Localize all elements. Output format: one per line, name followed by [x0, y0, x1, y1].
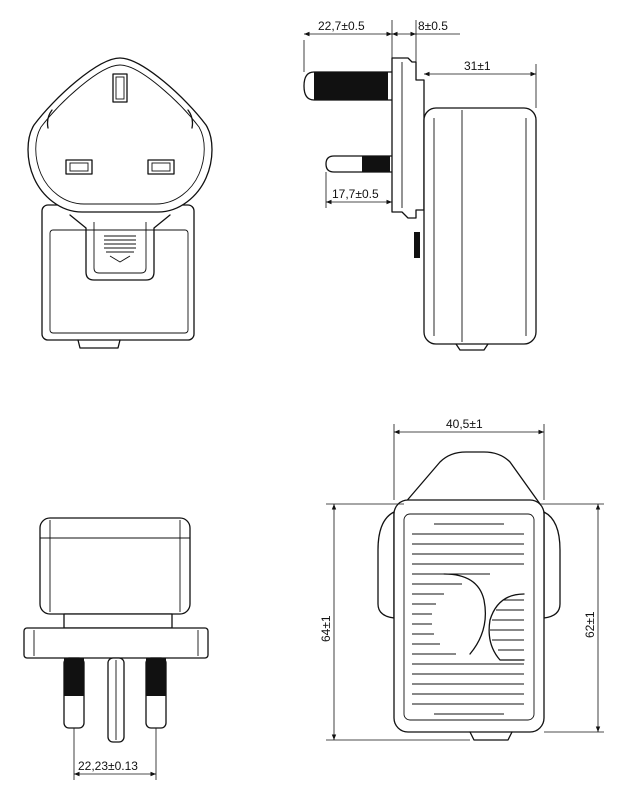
front-latch-inner: [93, 222, 147, 274]
front-bottom-tab: [77, 339, 121, 349]
neutral-pin-slot-inner: [69, 162, 89, 172]
rear-view: 40,5±1 64±1 62±1: [319, 417, 604, 741]
dim-rear-width: 40,5±1: [446, 417, 483, 431]
rear-inner-frame: [403, 513, 535, 721]
plug-nub-right: [187, 109, 194, 129]
live-pin-slot-inner: [151, 162, 171, 172]
dim-lower-pin: 17,7±0.5: [332, 187, 379, 201]
dim-top-pin-length: 22,7±0.5: [318, 19, 365, 33]
rear-side-tab-right: [543, 511, 561, 619]
neutral-pin-slot: [65, 159, 93, 175]
dim-pin-spacing: 22,23±0.13: [78, 759, 138, 773]
rear-side-tab-left: [377, 511, 395, 619]
live-pin-slot: [147, 159, 175, 175]
rear-top-tab: [403, 451, 541, 505]
side-lower-pin-insulation: [362, 156, 390, 172]
front-body-outline: [41, 204, 195, 341]
bottom-body: [39, 517, 191, 615]
side-body: [423, 107, 537, 345]
side-bottom-tab: [455, 343, 489, 351]
rear-bottom-tab: [469, 731, 513, 741]
earth-pin-slot-inner: [115, 76, 125, 100]
dim-rear-height-left: 64±1: [319, 615, 333, 642]
bottom-plate: [23, 627, 209, 659]
bottom-view: 22,23±0.13: [23, 517, 209, 780]
front-view: [27, 57, 213, 349]
side-view: 22,7±0.5 8±0.5 31±1 17,7±0.5: [303, 19, 537, 351]
rear-half-circle: [488, 593, 525, 661]
bottom-pin-left-insulation: [64, 658, 84, 696]
bottom-connector: [63, 613, 173, 629]
rear-body: [393, 499, 545, 733]
bottom-pin-right-insulation: [146, 658, 166, 696]
earth-pin-slot: [112, 73, 128, 103]
rear-crescent: [443, 573, 487, 655]
dim-top-plate: 8±0.5: [418, 19, 448, 33]
front-body-inner: [49, 229, 189, 334]
side-plate: [391, 57, 425, 219]
plug-face-inner: [35, 64, 205, 205]
dim-top-body: 31±1: [464, 59, 491, 73]
side-upper-pin-insulation: [314, 72, 388, 100]
plug-nub-left: [46, 109, 53, 129]
rear-vent-grille: [412, 523, 524, 715]
side-latch: [414, 232, 420, 258]
front-latch-frame: [69, 214, 171, 281]
front-latch-grip: [104, 235, 136, 263]
dim-rear-height-right: 62±1: [583, 611, 597, 638]
